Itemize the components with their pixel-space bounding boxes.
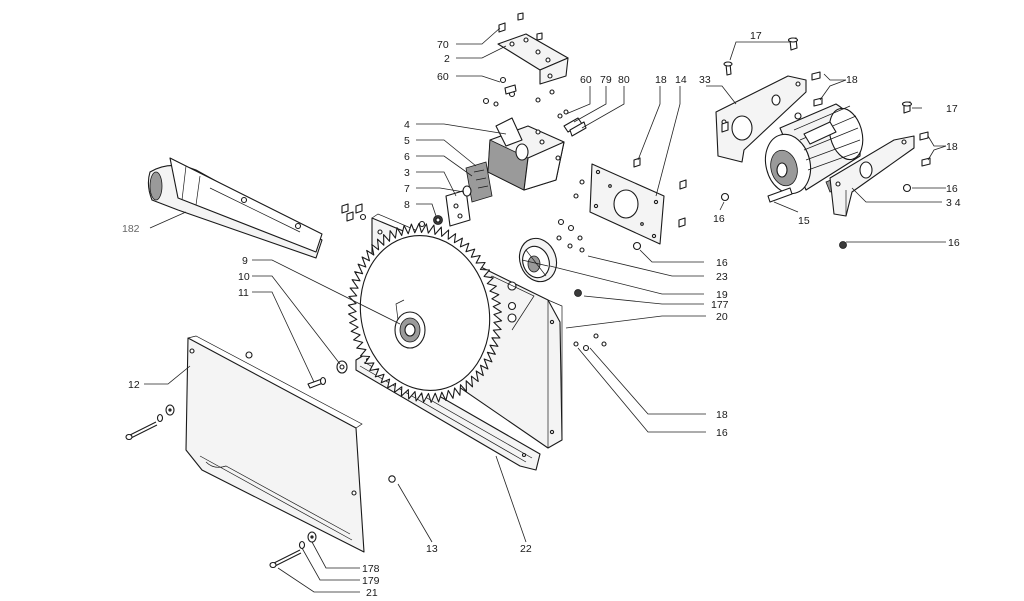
part-8-nut [433, 215, 443, 225]
label-34: 3 4 [946, 197, 961, 209]
part-12-bolt [125, 404, 175, 441]
label-18-motor: 18 [846, 74, 858, 86]
label-8: 8 [404, 199, 410, 211]
label-10: 10 [238, 271, 250, 283]
label-178: 178 [362, 563, 380, 575]
part-7-washer [462, 185, 472, 197]
part-34-motor-bracket [829, 135, 915, 217]
label-6: 6 [404, 151, 410, 163]
frame-fasteners [341, 179, 607, 352]
part-9-saw-blade [347, 223, 503, 403]
callout-labels: 70 2 60 60 79 80 18 14 17 33 18 17 18 4 … [122, 30, 961, 599]
label-9: 9 [242, 255, 248, 267]
label-16-lower: 16 [716, 427, 728, 439]
part-13-nut [388, 475, 396, 483]
part-4-carriage [487, 117, 565, 191]
label-80: 80 [618, 74, 630, 86]
label-16-right: 16 [946, 183, 958, 195]
label-18-right: 18 [946, 141, 958, 153]
part-12-cover-plate [185, 335, 365, 553]
part-10-washer [336, 360, 348, 374]
part-2-top-bracket [497, 33, 569, 85]
label-7: 7 [404, 183, 410, 195]
label-60-upper: 60 [437, 71, 449, 83]
label-79: 79 [600, 74, 612, 86]
part-11-bolt [307, 376, 327, 389]
part-16-small-bolts [632, 157, 912, 251]
leader-lines [144, 27, 947, 593]
label-23: 23 [716, 271, 728, 283]
label-2: 2 [444, 53, 450, 65]
label-13: 13 [426, 543, 438, 555]
label-17-right: 17 [946, 103, 958, 115]
part-33-motor-bracket [715, 75, 807, 163]
part-79-80-shaft [557, 109, 587, 137]
label-14: 14 [675, 74, 687, 86]
label-33: 33 [699, 74, 711, 86]
part-60-fasteners [482, 76, 555, 107]
label-177: 177 [711, 299, 729, 311]
label-16-bottom-right: 16 [948, 237, 960, 249]
part-21-bolt [269, 531, 317, 569]
label-11: 11 [238, 287, 249, 299]
label-60-right: 60 [580, 74, 592, 86]
part-3-plate [445, 189, 471, 227]
part-182-chute [147, 157, 323, 259]
part-70-screws [498, 12, 543, 41]
part-177-nut [574, 289, 582, 297]
label-70: 70 [437, 39, 449, 51]
label-15: 15 [798, 215, 810, 227]
label-182: 182 [122, 223, 140, 235]
label-19: 19 [716, 289, 728, 301]
part-6-plate [465, 161, 493, 203]
label-179: 179 [362, 575, 380, 587]
label-18-lower: 18 [716, 409, 728, 421]
label-4: 4 [404, 119, 410, 131]
part-19-pulley [518, 237, 558, 283]
label-17-top: 17 [750, 30, 762, 42]
part-17-screws [723, 37, 913, 114]
label-18-top: 18 [655, 74, 667, 86]
label-5: 5 [404, 135, 410, 147]
label-16-plate: 16 [713, 213, 725, 225]
label-20: 20 [716, 311, 728, 323]
label-22: 22 [520, 543, 532, 555]
label-16-mid: 16 [716, 257, 728, 269]
label-21: 21 [366, 587, 378, 599]
label-12: 12 [128, 379, 140, 391]
part-14-mount-plate [589, 163, 665, 245]
label-3: 3 [404, 167, 410, 179]
